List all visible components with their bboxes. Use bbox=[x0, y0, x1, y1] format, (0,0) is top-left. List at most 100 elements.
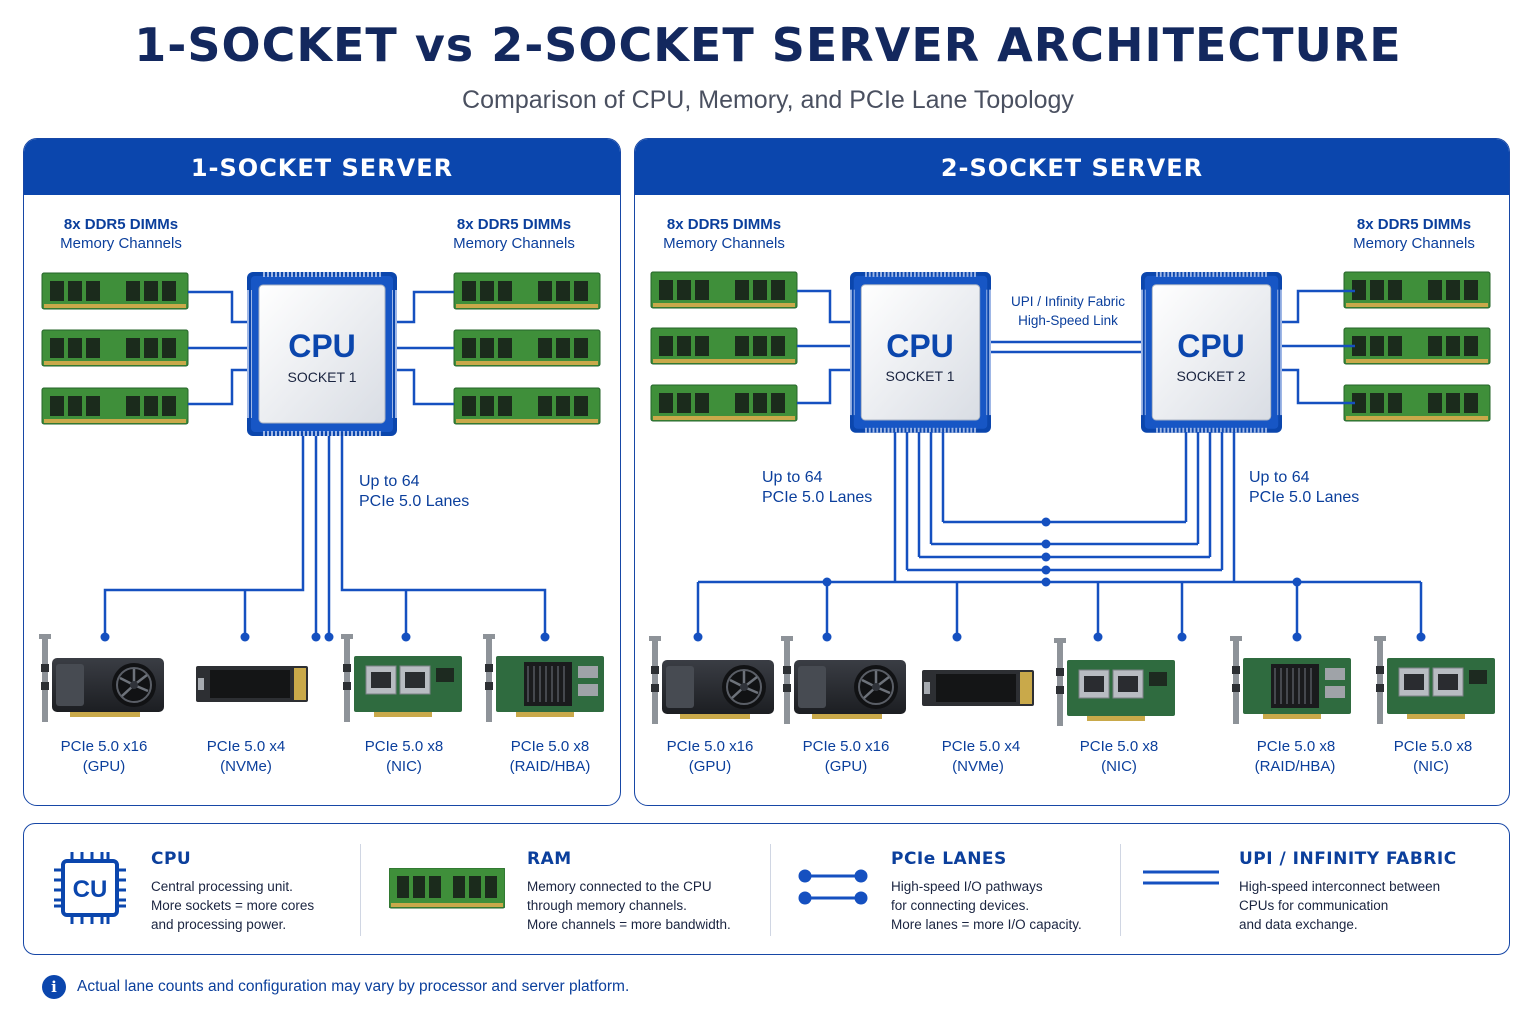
connector-dot bbox=[540, 632, 550, 642]
page-title: 1-SOCKET vs 2-SOCKET SERVER ARCHITECTURE bbox=[134, 18, 1402, 72]
device-slot-label: PCIe 5.0 x8 bbox=[511, 738, 589, 755]
cpu-icon-text: CU bbox=[73, 876, 108, 903]
connector-dot bbox=[1093, 632, 1103, 642]
connector-dot bbox=[952, 632, 962, 642]
device-type-label: (RAID/HBA) bbox=[510, 758, 591, 775]
raid-hba-card bbox=[483, 634, 604, 722]
legend-divider bbox=[1120, 844, 1121, 936]
device-type-label: (GPU) bbox=[825, 758, 868, 775]
pcie-lanes-icon bbox=[798, 869, 868, 905]
dimm-module bbox=[1343, 327, 1491, 365]
legend-item-ram: RAM Memory connected to the CPU through … bbox=[361, 824, 769, 954]
legend-divider bbox=[770, 844, 771, 936]
cpu-icon: CU bbox=[54, 852, 126, 924]
dimm-module bbox=[650, 327, 798, 365]
dimm-module bbox=[41, 329, 189, 367]
legend-desc-line: Memory connected to the CPU bbox=[527, 879, 712, 894]
legend-desc-line: More sockets = more cores bbox=[151, 898, 315, 913]
cpu-socket-label: SOCKET 1 bbox=[886, 368, 955, 384]
upi-link-label: UPI / Infinity Fabric bbox=[1011, 294, 1125, 309]
device-slot-label: PCIe 5.0 x4 bbox=[942, 738, 1020, 755]
panel-2-diagram: 8x DDR5 DIMMs Memory Channels 8x DDR5 DI… bbox=[649, 216, 1495, 775]
panel-1-diagram: 8x DDR5 DIMMs Memory Channels 8x DDR5 DI… bbox=[39, 216, 604, 775]
nvme-drive bbox=[196, 666, 308, 702]
legend-divider bbox=[360, 844, 361, 936]
legend-desc-line: Central processing unit. bbox=[151, 879, 293, 894]
dimm-module bbox=[1343, 271, 1491, 309]
junction-dot bbox=[1041, 577, 1051, 587]
dimm-module bbox=[650, 271, 798, 309]
pcie-lanes-label-sub: PCIe 5.0 Lanes bbox=[762, 489, 872, 506]
device-slot-label: PCIe 5.0 x16 bbox=[667, 738, 754, 755]
junction-dot bbox=[1041, 539, 1051, 549]
memory-label-left-sub: Memory Channels bbox=[663, 235, 785, 252]
connector-dot bbox=[100, 632, 110, 642]
connector-dot bbox=[1177, 632, 1187, 642]
dimm-module bbox=[453, 329, 601, 367]
connector-dot bbox=[693, 632, 703, 642]
nic-card bbox=[1374, 636, 1495, 724]
legend-desc-line: High-speed I/O pathways bbox=[891, 879, 1043, 894]
legend-upi-desc: High-speed interconnect between CPUs for… bbox=[1239, 877, 1440, 934]
panel-2-title: 2-SOCKET SERVER bbox=[635, 139, 1509, 195]
legend-desc-line: CPUs for communication bbox=[1239, 898, 1389, 913]
page-subtitle: Comparison of CPU, Memory, and PCIe Lane… bbox=[462, 86, 1074, 114]
connector-dot bbox=[1292, 632, 1302, 642]
junction-dot bbox=[1041, 552, 1051, 562]
device-slot-label: PCIe 5.0 x16 bbox=[61, 738, 148, 755]
gpu-card bbox=[39, 634, 164, 722]
memory-channel-lines bbox=[188, 290, 454, 406]
dimm-module bbox=[1343, 384, 1491, 422]
legend-item-upi: UPI / INFINITY FABRIC High-speed interco… bbox=[1121, 824, 1507, 954]
dimm-module bbox=[650, 384, 798, 422]
upi-link-lines bbox=[990, 340, 1141, 354]
legend: CU CPU Central processing unit. More soc… bbox=[23, 823, 1510, 955]
device-type-label: (NIC) bbox=[1413, 758, 1449, 775]
device-type-label: (NIC) bbox=[1101, 758, 1137, 775]
gpu-card bbox=[781, 636, 906, 724]
device-type-label: (NVMe) bbox=[220, 758, 272, 775]
legend-desc-line: More channels = more bandwidth. bbox=[527, 917, 731, 932]
junction-dot bbox=[822, 577, 832, 587]
junction-dot bbox=[1292, 577, 1302, 587]
pcie-lanes-label: Up to 64 bbox=[1249, 469, 1310, 486]
pcie-lanes-label: Up to 64 bbox=[762, 469, 823, 486]
legend-pcie-desc: High-speed I/O pathways for connecting d… bbox=[891, 877, 1082, 934]
device-type-label: (NIC) bbox=[386, 758, 422, 775]
device-slot-label: PCIe 5.0 x8 bbox=[1394, 738, 1472, 755]
legend-desc-line: and data exchange. bbox=[1239, 917, 1358, 932]
connector-dot bbox=[311, 632, 321, 642]
memory-label-left-sub: Memory Channels bbox=[60, 235, 182, 252]
upi-link-label-sub: High-Speed Link bbox=[1018, 313, 1118, 328]
pcie-lane-lines bbox=[103, 436, 547, 636]
junction-dot bbox=[1041, 565, 1051, 575]
cpu-socket-label: SOCKET 2 bbox=[1177, 368, 1246, 384]
device-slot-label: PCIe 5.0 x8 bbox=[1257, 738, 1335, 755]
legend-item-cpu: CU CPU Central processing unit. More soc… bbox=[24, 824, 359, 954]
memory-channel-lines bbox=[797, 289, 1355, 405]
junction-dot bbox=[1041, 517, 1051, 527]
device-type-label: (GPU) bbox=[83, 758, 126, 775]
legend-desc-line: More lanes = more I/O capacity. bbox=[891, 917, 1082, 932]
legend-cpu-desc: Central processing unit. More sockets = … bbox=[151, 877, 314, 934]
upi-link-icon bbox=[1143, 870, 1219, 885]
cpu-label: CPU bbox=[886, 328, 954, 364]
legend-desc-line: High-speed interconnect between bbox=[1239, 879, 1441, 894]
pcie-lanes-label-sub: PCIe 5.0 Lanes bbox=[1249, 489, 1359, 506]
connector-dot bbox=[822, 632, 832, 642]
gpu-card bbox=[649, 636, 774, 724]
legend-upi-title: UPI / INFINITY FABRIC bbox=[1239, 849, 1457, 869]
pcie-lanes-label: Up to 64 bbox=[359, 473, 420, 490]
legend-ram-desc: Memory connected to the CPU through memo… bbox=[527, 877, 731, 934]
memory-label-right: 8x DDR5 DIMMs bbox=[457, 216, 571, 233]
nvme-drive bbox=[922, 670, 1034, 706]
cpu-label: CPU bbox=[1177, 328, 1245, 364]
footnote-text: Actual lane counts and configuration may… bbox=[77, 978, 630, 995]
legend-desc-line: for connecting devices. bbox=[891, 898, 1030, 913]
device-type-label: (RAID/HBA) bbox=[1255, 758, 1336, 775]
memory-label-right: 8x DDR5 DIMMs bbox=[1357, 216, 1471, 233]
cpu-label: CPU bbox=[288, 328, 356, 364]
dimm-module bbox=[453, 272, 601, 310]
pcie-lane-lines bbox=[696, 432, 1423, 636]
